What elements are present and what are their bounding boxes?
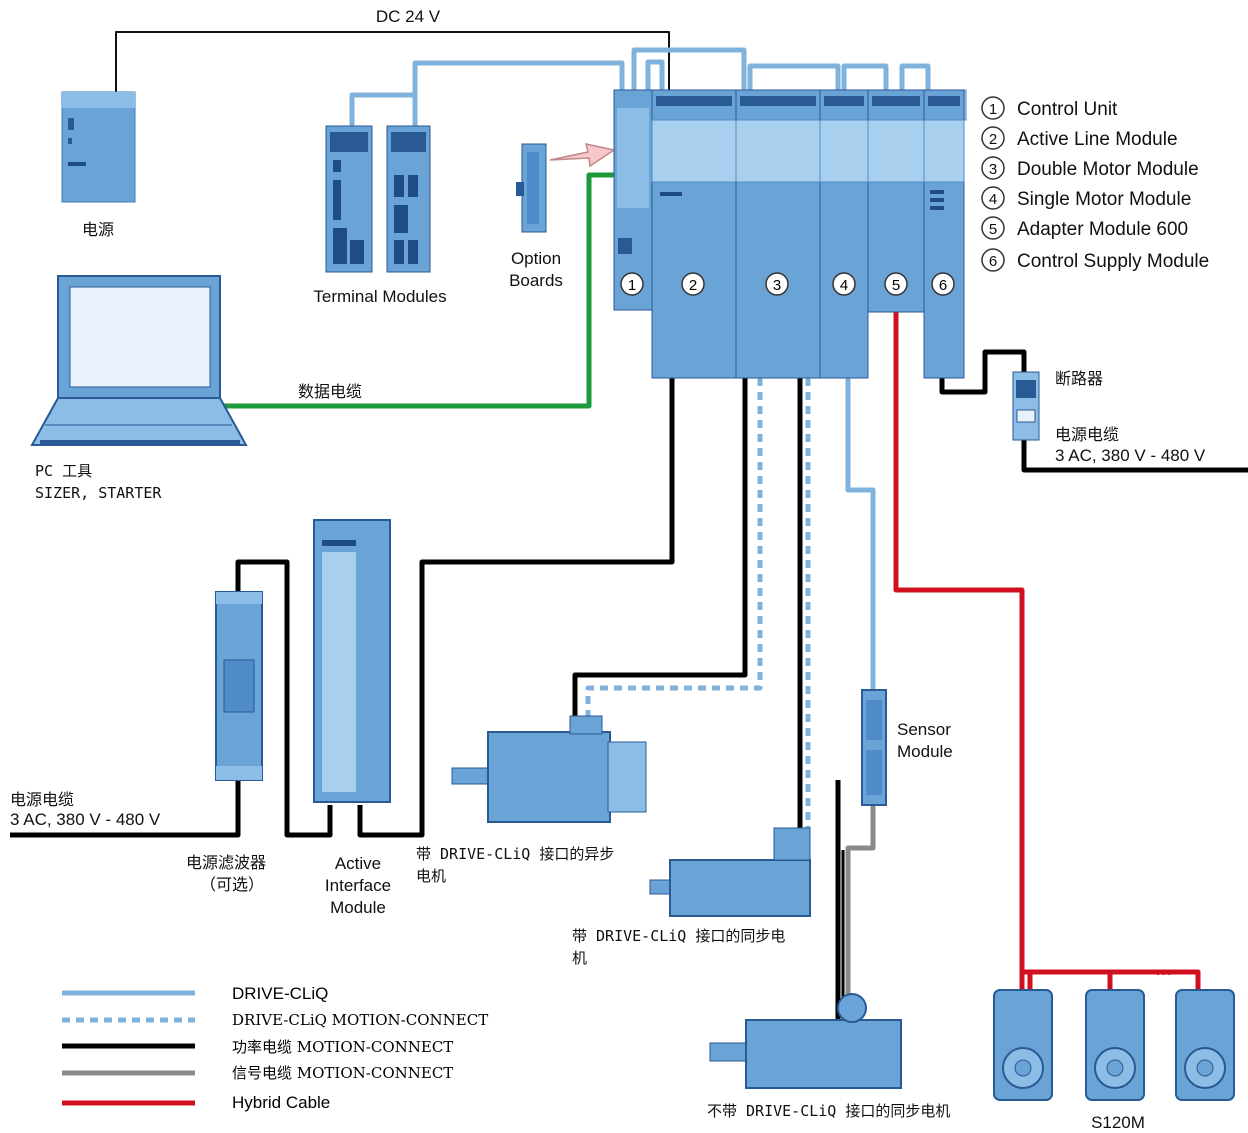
data-cable <box>215 172 614 409</box>
cables <box>10 31 1248 1020</box>
aim-line1: Active <box>335 854 381 873</box>
dc24v-label: DC 24 V <box>376 7 441 26</box>
svg-text:5: 5 <box>989 221 997 238</box>
sync-motor-plain-label: 不带 DRIVE-CLiQ 接口的同步电机 <box>707 1102 950 1120</box>
option-boards-line1: Option <box>511 249 561 268</box>
drive-cliq-motion-cables <box>585 378 811 830</box>
signal-cable <box>845 805 876 1020</box>
legend-signal-cable: 信号电缆 MOTION-CONNECT <box>232 1064 453 1082</box>
line-filter <box>215 591 263 781</box>
option-boards-line2: Boards <box>509 271 563 290</box>
terminal-module-2 <box>386 125 431 273</box>
filter-line1: 电源滤波器 <box>186 853 266 872</box>
terminal-module-1 <box>325 125 373 273</box>
module-num-5: 5 <box>892 277 900 294</box>
power-cable-right-line2: 3 AC, 380 V - 480 V <box>1055 446 1206 465</box>
power-cable-left-line1: 电源电缆 <box>10 790 74 809</box>
legend-drive-cliq-motion: DRIVE-CLiQ MOTION-CONNECT <box>232 1011 488 1029</box>
drive-cliq-cables <box>349 47 931 690</box>
async-motor-line1: 带 DRIVE-CLiQ 接口的异步 <box>416 845 614 863</box>
s120m-label: S120M <box>1091 1113 1145 1132</box>
aim-line2: Interface <box>325 876 391 895</box>
option-board <box>516 143 547 233</box>
data-cable-label: 数据电缆 <box>298 382 362 401</box>
hybrid-cable <box>893 312 1201 995</box>
sensor-module-line2: Module <box>897 742 953 761</box>
legend-double-motor-module: Double Motor Module <box>1017 159 1199 180</box>
module-number-markers: 1 2 3 4 5 6 <box>620 272 955 296</box>
power-cables <box>10 349 1248 1020</box>
cable-legend: DRIVE-CLiQ DRIVE-CLiQ MOTION-CONNECT 功率电… <box>62 984 488 1112</box>
legend-single-motor-module: Single Motor Module <box>1017 189 1191 210</box>
svg-text:•••: ••• <box>1155 965 1172 982</box>
module-num-3: 3 <box>773 277 781 294</box>
pc-tools-line2: SIZER, STARTER <box>35 484 162 502</box>
sync-motor-line2: 机 <box>572 949 587 967</box>
svg-text:4: 4 <box>989 191 997 208</box>
legend-active-line-module: Active Line Module <box>1017 129 1178 150</box>
module-num-1: 1 <box>628 277 636 294</box>
s120m-motors: ••• <box>993 965 1235 1101</box>
svg-text:6: 6 <box>989 253 997 270</box>
aim-line3: Module <box>330 898 386 917</box>
power-cable-left-line2: 3 AC, 380 V - 480 V <box>10 810 161 829</box>
sensor-module-line1: Sensor <box>897 720 951 739</box>
insert-arrow <box>549 143 616 168</box>
async-motor-line2: 电机 <box>416 867 446 885</box>
laptop-pc <box>30 275 248 446</box>
sync-motor-drivecliq <box>649 827 811 917</box>
breaker-label: 断路器 <box>1055 369 1103 388</box>
legend-adapter-module: Adapter Module 600 <box>1017 219 1188 240</box>
s120m-motor-2 <box>1085 989 1145 1101</box>
svg-text:3: 3 <box>989 161 997 178</box>
module-lineup <box>613 89 967 379</box>
module-num-6: 6 <box>939 277 947 294</box>
module-num-4: 4 <box>840 277 848 294</box>
pc-tools-line1: PC 工具 <box>35 462 92 480</box>
circuit-breaker <box>1012 371 1040 441</box>
legend-drive-cliq: DRIVE-CLiQ <box>232 984 328 1003</box>
async-motor <box>451 715 647 823</box>
power-cable-right-line1: 电源电缆 <box>1055 425 1119 444</box>
sync-motor-line1: 带 DRIVE-CLiQ 接口的同步电 <box>572 927 785 945</box>
legend-hybrid-cable: Hybrid Cable <box>232 1093 330 1112</box>
legend-control-unit: Control Unit <box>1017 99 1118 120</box>
svg-text:1: 1 <box>989 101 997 118</box>
active-interface-module <box>313 519 391 803</box>
s120m-motor-1 <box>993 989 1053 1101</box>
filter-line2: （可选） <box>200 875 264 894</box>
svg-text:2: 2 <box>989 131 997 148</box>
s120m-motor-3 <box>1175 989 1235 1101</box>
sensor-module <box>861 689 887 806</box>
power-supply-label: 电源 <box>82 220 114 239</box>
legend-power-cable: 功率电缆 MOTION-CONNECT <box>232 1038 453 1056</box>
module-num-2: 2 <box>689 277 697 294</box>
dc24v-cable <box>115 31 670 92</box>
labels: DC 24 V 电源 Terminal Modules Option Board… <box>10 7 1209 1132</box>
sync-motor-plain <box>709 993 902 1089</box>
power-supply-unit <box>61 91 136 203</box>
terminal-modules-label: Terminal Modules <box>313 287 446 306</box>
module-legend: 1 Control Unit 2 Active Line Module 3 Do… <box>981 96 1209 272</box>
legend-control-supply-module: Control Supply Module <box>1017 251 1209 272</box>
